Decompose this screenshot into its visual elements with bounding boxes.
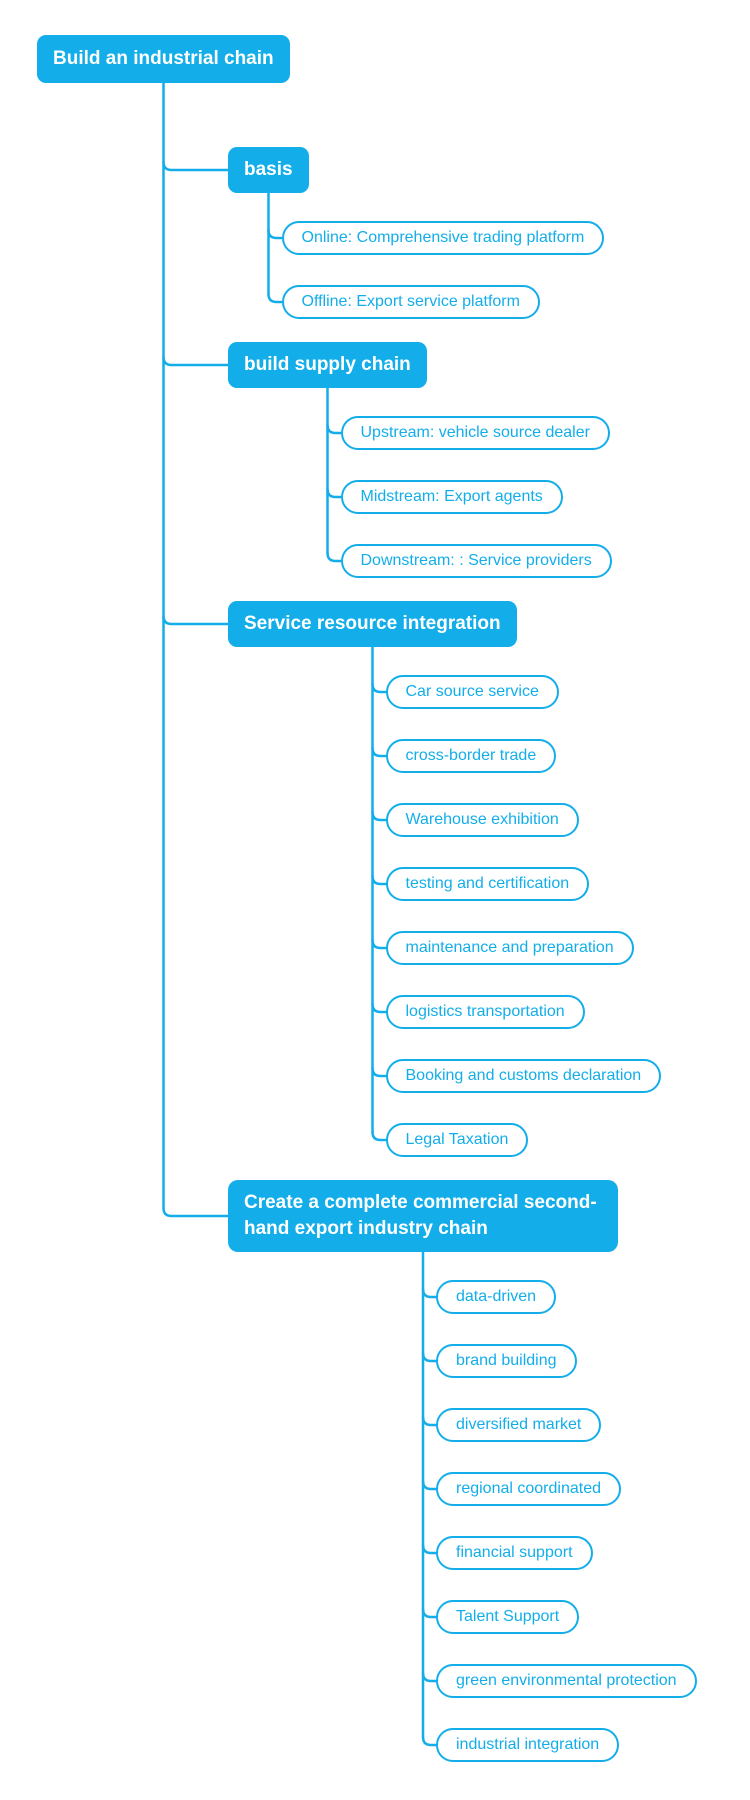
connector-line — [421, 1607, 438, 1619]
connector-line — [421, 1671, 438, 1683]
connector-line — [371, 938, 387, 950]
mindmap-leaf-node[interactable]: brand building — [436, 1344, 577, 1378]
connector-line — [371, 1002, 387, 1014]
mindmap-leaf-node[interactable]: Warehouse exhibition — [385, 803, 579, 837]
connector-line — [371, 682, 387, 694]
connector-line — [162, 614, 230, 626]
connector-line — [371, 746, 387, 758]
mindmap-leaf-node[interactable]: Downstream: : Service providers — [340, 544, 612, 578]
connector-line — [371, 1130, 387, 1142]
mindmap-branch-node[interactable]: Service resource integration — [228, 601, 517, 647]
connector-line — [162, 1206, 230, 1218]
mindmap-leaf-node[interactable]: Midstream: Export agents — [340, 480, 563, 514]
connector-line — [421, 1415, 438, 1427]
mindmap-leaf-node[interactable]: Upstream: vehicle source dealer — [340, 416, 610, 450]
connector-line — [162, 355, 230, 367]
mindmap-leaf-node[interactable]: green environmental protection — [436, 1664, 697, 1698]
mindmap-leaf-node[interactable]: data-driven — [436, 1280, 557, 1314]
connector-line — [421, 1287, 438, 1299]
connector-line — [326, 551, 342, 563]
mindmap-leaf-node[interactable]: regional coordinated — [436, 1472, 621, 1506]
mindmap-branch-node[interactable]: basis — [228, 147, 309, 193]
mindmap-branch-node[interactable]: Create a complete commercial second-hand… — [228, 1180, 618, 1252]
mindmap-leaf-node[interactable]: Legal Taxation — [385, 1123, 529, 1157]
connector-line — [371, 810, 387, 822]
connector-line — [371, 874, 387, 886]
mindmap-leaf-node[interactable]: Car source service — [385, 675, 559, 709]
mindmap-leaf-node[interactable]: Booking and customs declaration — [385, 1059, 662, 1093]
connector-line — [421, 1543, 438, 1555]
connector-line — [267, 228, 283, 240]
mindmap-root-node[interactable]: Build an industrial chain — [37, 35, 290, 83]
mindmap-branch-node[interactable]: build supply chain — [228, 342, 427, 388]
connector-line — [371, 1066, 387, 1078]
connector-line — [421, 1351, 438, 1363]
mindmap-leaf-node[interactable]: logistics transportation — [385, 995, 585, 1029]
connector-line — [162, 160, 230, 172]
connector-line — [267, 292, 283, 304]
mindmap-leaf-node[interactable]: industrial integration — [436, 1728, 620, 1762]
mindmap-leaf-node[interactable]: Offline: Export service platform — [281, 285, 540, 319]
connector-line — [326, 423, 342, 435]
mindmap-leaf-node[interactable]: diversified market — [436, 1408, 602, 1442]
mindmap-leaf-node[interactable]: Talent Support — [436, 1600, 580, 1634]
mindmap-leaf-node[interactable]: cross-border trade — [385, 739, 557, 773]
mindmap-leaf-node[interactable]: financial support — [436, 1536, 593, 1570]
connector-line — [421, 1479, 438, 1491]
connector-line — [421, 1735, 438, 1747]
mindmap-leaf-node[interactable]: Online: Comprehensive trading platform — [281, 221, 605, 255]
mindmap-leaf-node[interactable]: testing and certification — [385, 867, 590, 901]
connector-line — [326, 487, 342, 499]
mindmap-leaf-node[interactable]: maintenance and preparation — [385, 931, 634, 965]
